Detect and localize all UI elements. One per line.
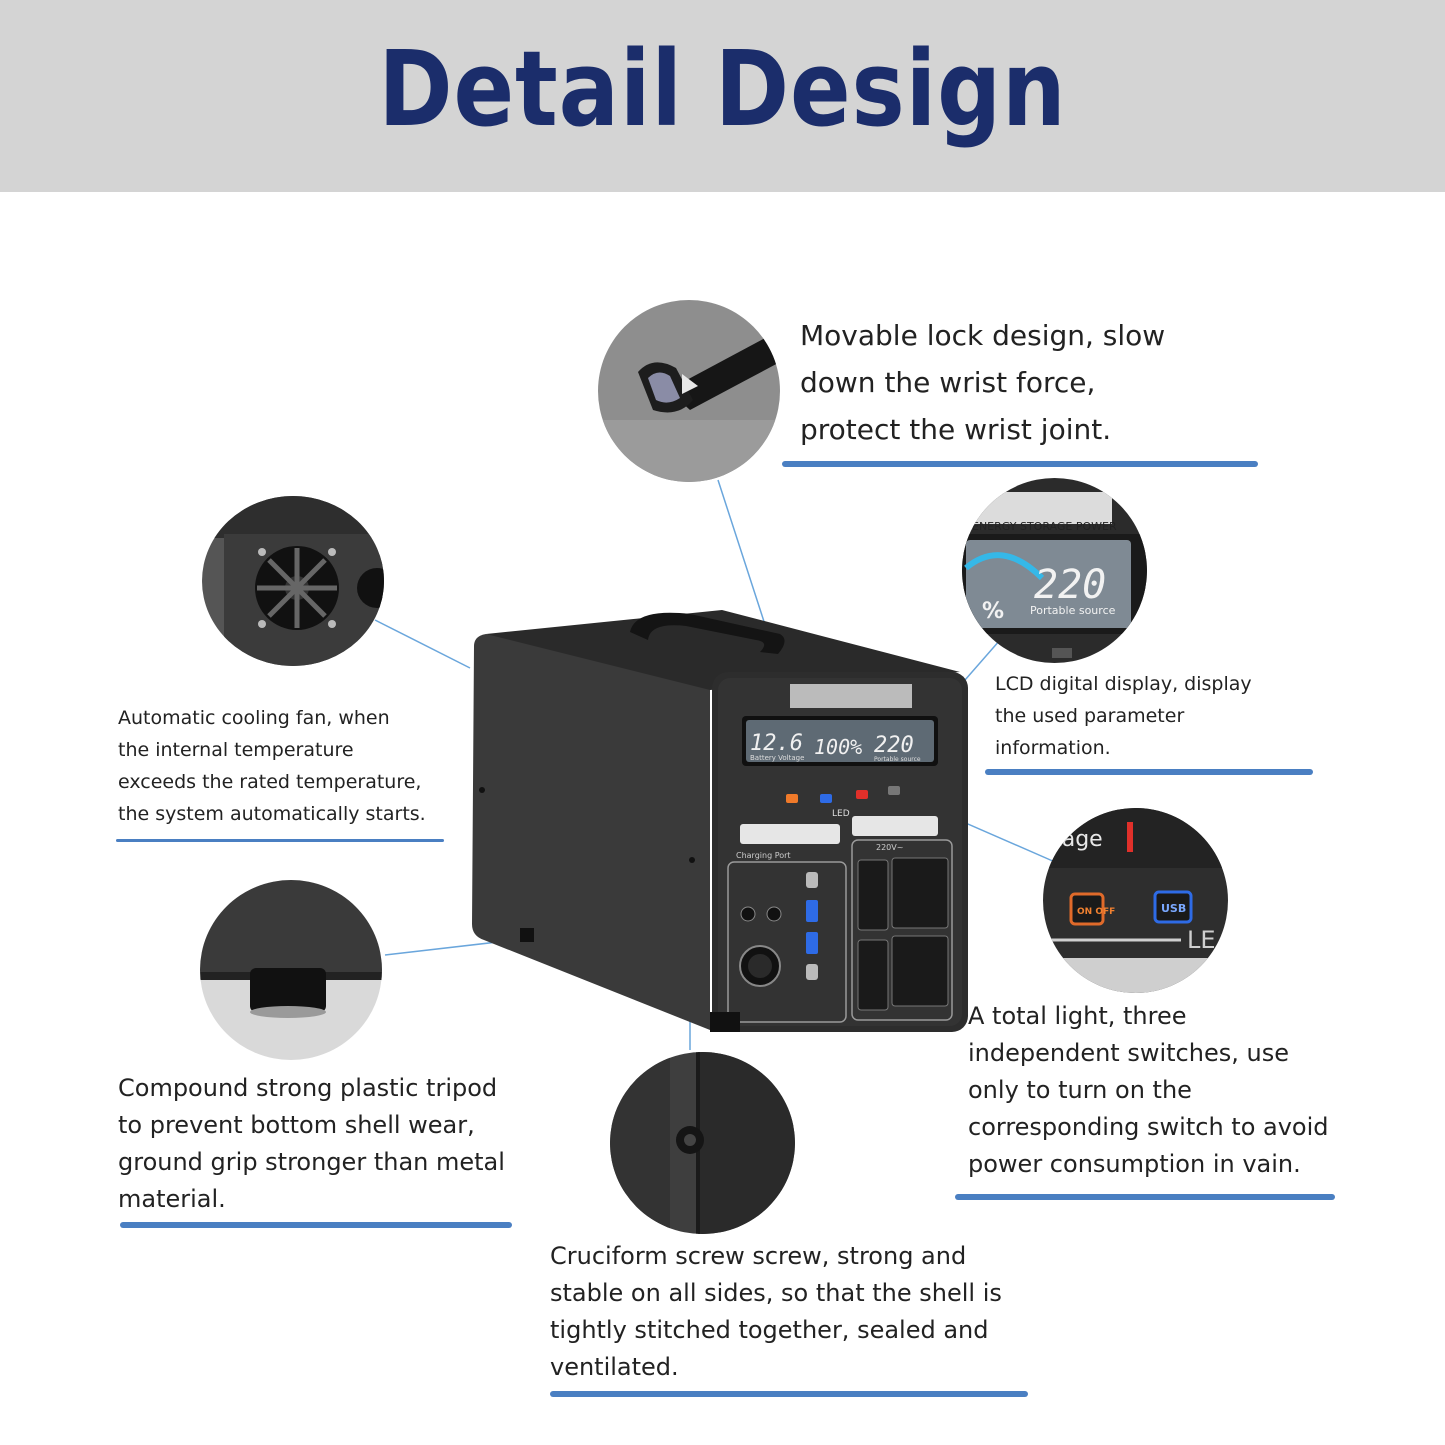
caption-lock: Movable lock design, slow down the wrist… <box>800 312 1165 453</box>
device-led-switch <box>888 786 900 795</box>
caption-fan-line-1: Automatic cooling fan, when <box>118 707 390 729</box>
leader-fan <box>374 619 471 669</box>
caption-fan-line-3: exceeds the rated temperature, <box>118 771 422 793</box>
caption-fan-line-2: the internal temperature <box>118 739 354 761</box>
device-percent: 100% <box>814 735 862 759</box>
device-battery-label: Battery Voltage <box>750 754 804 762</box>
device-charging-label: Charging Port <box>736 851 791 860</box>
caption-fan-line-4: the system automatically starts. <box>118 803 426 825</box>
device-usb-switch <box>820 794 832 803</box>
device-led-label: LED <box>832 809 850 819</box>
caption-switch-line-1: A total light, three <box>968 1002 1187 1030</box>
rule-lcd <box>985 769 1313 775</box>
rule-tripod <box>120 1222 512 1228</box>
caption-tripod-line-4: material. <box>118 1185 226 1213</box>
caption-lock-line-2: down the wrist force, <box>800 366 1096 399</box>
caption-lcd: LCD digital display, display the used pa… <box>995 668 1252 764</box>
rule-switch <box>955 1194 1335 1200</box>
rule-screw <box>550 1391 1028 1397</box>
device-battery-voltage: 12.6 <box>750 731 803 756</box>
device-handle <box>630 612 785 654</box>
caption-switch-line-2: independent switches, use <box>968 1039 1289 1067</box>
caption-tripod-line-1: Compound strong plastic tripod <box>118 1074 498 1102</box>
caption-switch-line-4: corresponding switch to avoid <box>968 1113 1329 1141</box>
device-side-panel <box>472 634 710 1030</box>
zoom-lcd-percent: % <box>982 599 1004 624</box>
caption-lock-line-3: protect the wrist joint. <box>800 413 1112 446</box>
zoom-cooling-fan <box>202 496 384 666</box>
zoom-lcd-brand: ENERGY STORAGE POWER <box>972 520 1117 533</box>
page-title: Detail Design <box>378 28 1067 150</box>
device-led-strip-left <box>740 824 840 844</box>
device-main-switch <box>786 794 798 803</box>
rule-lock <box>782 461 1258 467</box>
zoom-switch-usb: USB <box>1161 902 1186 915</box>
rule-fan <box>116 839 444 842</box>
zoom-switch-voltage: ltage <box>1047 827 1103 852</box>
caption-screw-line-4: ventilated. <box>550 1353 679 1381</box>
device-output-label: Portable source <box>874 756 921 763</box>
device-led-strip-right <box>852 816 938 836</box>
zoom-switches: ltage ON OFF USB LE <box>1043 808 1228 993</box>
zoom-screw <box>610 1052 795 1234</box>
device-ac-label: 220V~ <box>876 843 903 852</box>
caption-fan: Automatic cooling fan, when the internal… <box>118 702 426 830</box>
zoom-lcd-sub: Portable source <box>1030 604 1116 617</box>
caption-screw-line-3: tightly stitched together, sealed and <box>550 1316 989 1344</box>
power-station: 12.6 Battery Voltage 100% 220 Portable s… <box>460 610 980 1040</box>
caption-tripod-line-3: ground grip stronger than metal <box>118 1148 505 1176</box>
zoom-lock-handle <box>598 300 780 482</box>
caption-switch: A total light, three independent switche… <box>968 998 1329 1183</box>
caption-screw: Cruciform screw screw, strong and stable… <box>550 1238 1002 1386</box>
device-output-voltage: 220 <box>874 733 914 758</box>
caption-screw-line-2: stable on all sides, so that the shell i… <box>550 1279 1002 1307</box>
caption-tripod: Compound strong plastic tripod to preven… <box>118 1070 505 1218</box>
zoom-switch-led: LE <box>1187 926 1216 954</box>
caption-switch-line-5: power consumption in vain. <box>968 1150 1301 1178</box>
caption-lcd-line-2: the used parameter <box>995 705 1185 727</box>
title-banner <box>0 0 1445 192</box>
zoom-lcd-value: 220 <box>1034 562 1106 608</box>
device-top <box>486 610 960 690</box>
caption-lcd-line-3: information. <box>995 737 1111 759</box>
caption-screw-line-1: Cruciform screw screw, strong and <box>550 1242 967 1270</box>
zoom-lcd-display: ENERGY STORAGE POWER 220 Portable source… <box>962 478 1147 663</box>
device-ac-switch <box>856 790 868 799</box>
caption-switch-line-3: only to turn on the <box>968 1076 1192 1104</box>
zoom-tripod-foot <box>200 880 382 1060</box>
caption-lock-line-1: Movable lock design, slow <box>800 319 1166 352</box>
caption-lcd-line-1: LCD digital display, display <box>995 673 1252 695</box>
zoom-switch-onoff: ON OFF <box>1077 907 1115 917</box>
caption-tripod-line-2: to prevent bottom shell wear, <box>118 1111 475 1139</box>
